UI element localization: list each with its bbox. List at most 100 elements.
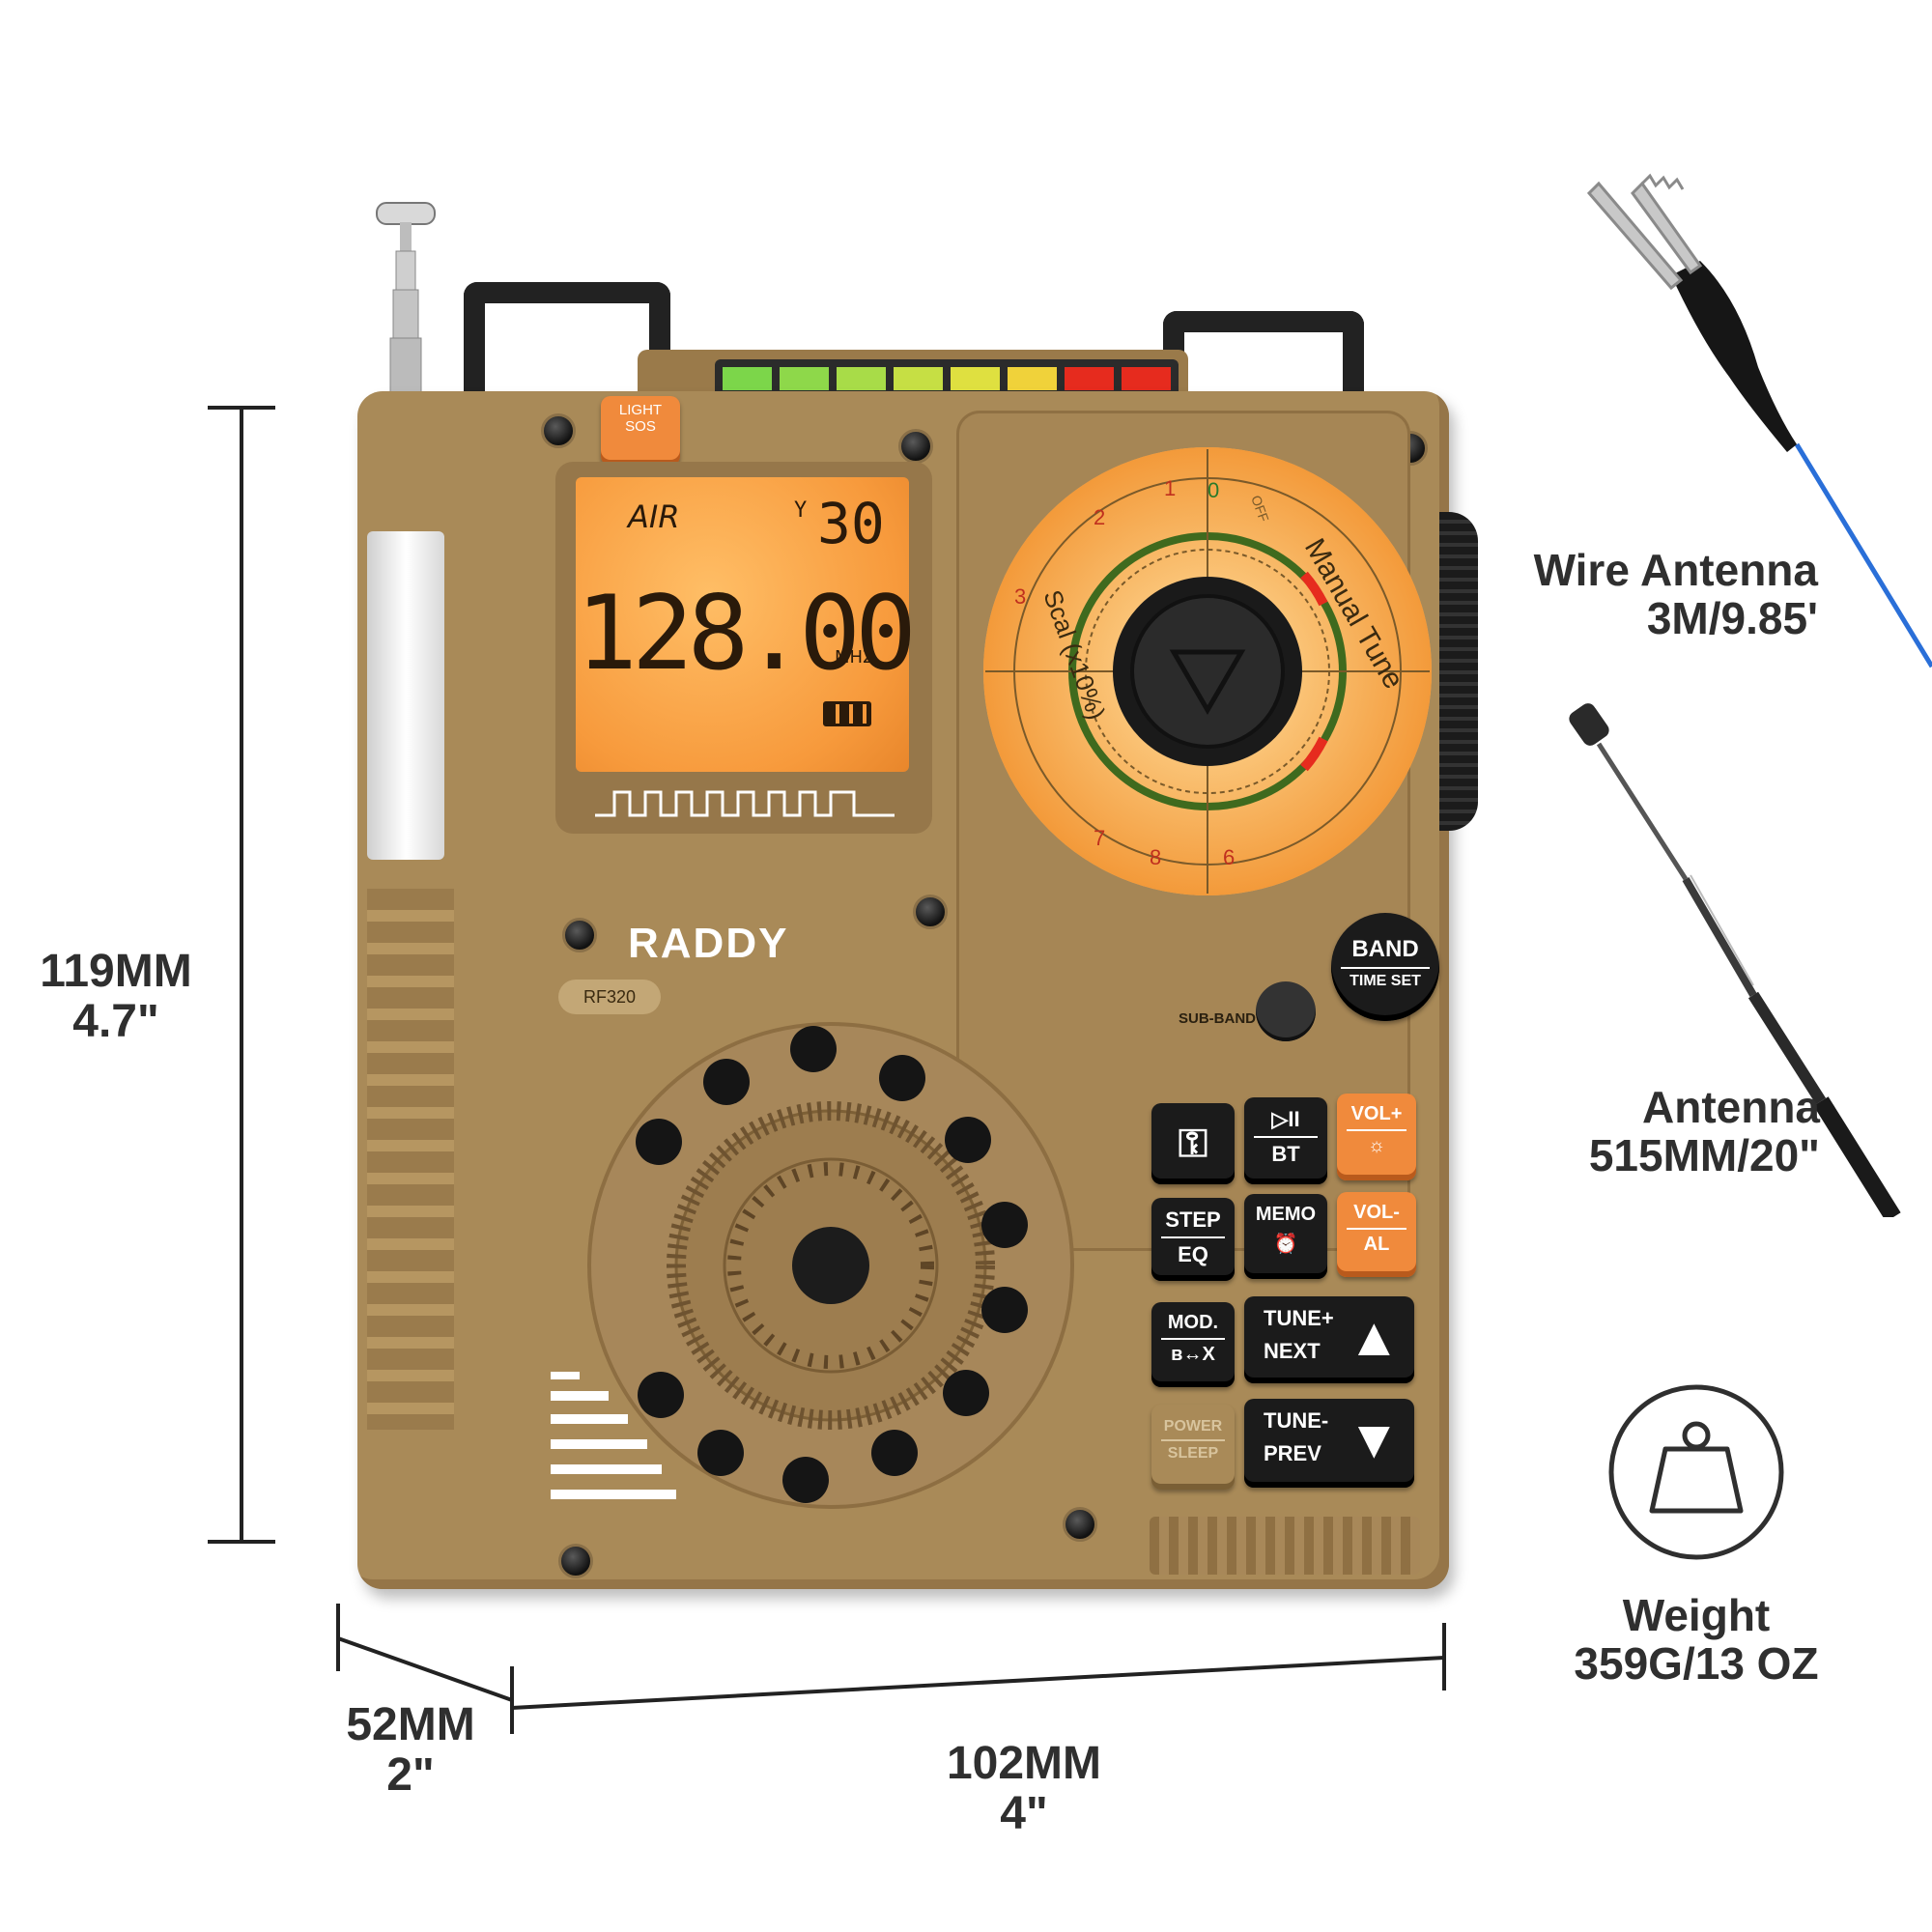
lcd-screen: AIR Y 30 128.00 MHZ	[576, 477, 917, 772]
meter-segment	[894, 367, 943, 390]
antenna-signal-icon: Y	[794, 498, 808, 523]
bt-label: BT	[1271, 1142, 1300, 1166]
play-pause-icon: ▷II	[1271, 1107, 1300, 1131]
height-label: 119MM 4.7"	[19, 947, 213, 1047]
width-label: 102MM 4"	[927, 1739, 1121, 1839]
dial-number: 3	[1014, 584, 1026, 609]
antenna-label: Antenna 515MM/20"	[1449, 1082, 1820, 1180]
weight-spec: 359G/13 OZ	[1574, 1637, 1819, 1689]
bottom-grille	[1150, 1517, 1420, 1575]
screw	[541, 413, 576, 448]
band-time-set-button[interactable]: BAND TIME SET	[1331, 913, 1439, 1021]
prev-label: PREV	[1264, 1441, 1321, 1465]
screw	[913, 895, 948, 929]
screw	[1063, 1507, 1097, 1542]
power-sleep-button[interactable]: POWER SLEEP	[1151, 1405, 1235, 1490]
antenna-tip	[376, 202, 436, 397]
lock-button[interactable]: ⚿	[1151, 1103, 1235, 1184]
dial-number: 6	[1223, 845, 1235, 869]
step-eq-button[interactable]: STEP EQ	[1151, 1198, 1235, 1281]
meter-segment	[723, 367, 772, 390]
telescopic-antenna-image	[1569, 703, 1901, 1217]
vol-minus-button[interactable]: VOL- AL	[1337, 1192, 1416, 1277]
wire-antenna-spec: 3M/9.85'	[1646, 592, 1818, 643]
tune-plus-button[interactable]: TUNE+ NEXT ▲	[1244, 1296, 1414, 1383]
bluetooth-pair-icon: ʙ↔X	[1171, 1344, 1215, 1365]
depth-mm: 52MM	[346, 1699, 475, 1750]
battery-icon	[823, 701, 871, 726]
sleep-label: SLEEP	[1167, 1445, 1219, 1462]
width-inch: 4"	[1000, 1787, 1048, 1839]
tuning-wheel[interactable]	[1439, 512, 1478, 831]
screw	[562, 918, 597, 952]
key-icon: ⚿	[1178, 1122, 1208, 1165]
depth-label: 52MM 2"	[328, 1700, 493, 1801]
memo-alarm-button[interactable]: MEMO ⏰	[1244, 1194, 1327, 1279]
down-arrow-icon: ▼	[1347, 1408, 1401, 1469]
dial-number: 8	[1150, 845, 1161, 869]
width-mm: 102MM	[946, 1738, 1102, 1789]
screw	[558, 1544, 593, 1578]
wire-antenna-label: Wire Antenna 3M/9.85'	[1468, 545, 1818, 643]
light-sos-button[interactable]: LIGHT SOS	[601, 396, 680, 466]
light-bulb-icon: ☼	[1367, 1135, 1386, 1156]
mod-label: MOD.	[1167, 1312, 1219, 1333]
memo-label: MEMO	[1255, 1204, 1317, 1225]
mod-button[interactable]: MOD. ʙ↔X	[1151, 1302, 1235, 1387]
step-label: STEP	[1165, 1208, 1221, 1232]
alarm-clock-icon: ⏰	[1273, 1234, 1298, 1255]
next-label: NEXT	[1264, 1339, 1321, 1363]
play-bt-button[interactable]: ▷II BT	[1244, 1097, 1327, 1184]
side-grille	[367, 889, 454, 1430]
model-badge: RF320	[558, 980, 661, 1014]
antenna-spec: 515MM/20"	[1588, 1129, 1820, 1180]
meter-segment	[780, 367, 829, 390]
up-arrow-icon: ▲	[1347, 1306, 1401, 1367]
meter-segment	[951, 367, 1000, 390]
dial-number: 1	[1164, 476, 1176, 500]
lcd-signal: 30	[817, 491, 885, 556]
subband-button[interactable]	[1256, 981, 1316, 1041]
meter-segment	[837, 367, 886, 390]
band-label: BAND	[1351, 936, 1419, 962]
screw	[898, 429, 933, 464]
speaker-grille	[587, 1022, 1074, 1509]
dial-number: 0	[1208, 478, 1219, 502]
lcd-frequency: 128.00	[576, 574, 917, 693]
depth-inch: 2"	[386, 1748, 435, 1801]
meter-segment	[1008, 367, 1057, 390]
power-label: POWER	[1163, 1418, 1223, 1435]
sos-label: SOS	[625, 418, 656, 435]
tune-minus-button[interactable]: TUNE- PREV ▼	[1244, 1399, 1414, 1488]
meter-segment	[1122, 367, 1171, 390]
wire-antenna-image	[1586, 173, 1932, 668]
al-label: AL	[1363, 1234, 1390, 1255]
wire-antenna-name: Wire Antenna	[1533, 545, 1818, 595]
brand-logo: RADDY	[628, 920, 789, 967]
decor-stripes	[551, 1372, 676, 1499]
height-mm: 119MM	[40, 946, 192, 997]
height-inch: 4.7"	[72, 995, 159, 1047]
radio: LIGHT SOS AIR Y 30 128.00 MHZ	[348, 193, 1488, 1604]
lcd-band: AIR	[628, 498, 680, 535]
dial-face: 1 0 2 3 7 8 6 OFF Manual Tune Scal (x10%…	[983, 447, 1432, 895]
tune-plus-label: TUNE+	[1264, 1306, 1334, 1330]
lcd-unit: MHZ	[835, 647, 875, 668]
eq-label: EQ	[1178, 1242, 1208, 1266]
weight-name: Weight	[1622, 1590, 1771, 1640]
side-light	[367, 531, 444, 860]
tune-minus-label: TUNE-	[1264, 1408, 1329, 1433]
time-set-label: TIME SET	[1350, 973, 1421, 989]
antenna-name: Antenna	[1642, 1082, 1820, 1132]
lcd-waveform	[595, 790, 895, 817]
meter-segment	[1065, 367, 1114, 390]
vol-plus-label: VOL+	[1350, 1103, 1403, 1124]
weight-label: Weight 359G/13 OZ	[1546, 1590, 1847, 1689]
vol-minus-label: VOL-	[1353, 1202, 1400, 1223]
dial-number: 7	[1094, 826, 1105, 850]
vol-plus-button[interactable]: VOL+ ☼	[1337, 1094, 1416, 1180]
light-label: LIGHT	[618, 402, 663, 418]
weight-icon	[1608, 1384, 1784, 1560]
subband-label: SUB-BAND	[1179, 1010, 1256, 1027]
